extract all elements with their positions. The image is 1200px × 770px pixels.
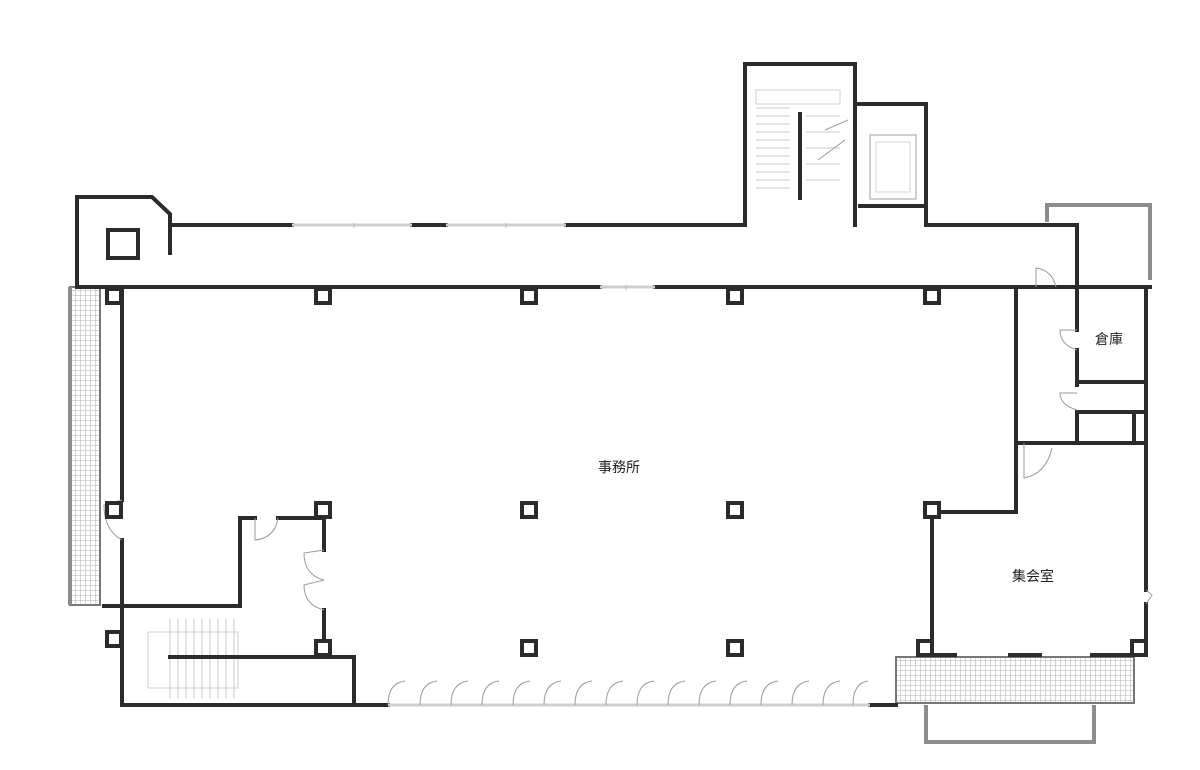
column bbox=[314, 639, 332, 657]
walls bbox=[75, 62, 1152, 707]
upper-stair bbox=[755, 89, 841, 200]
room-label-meeting: 集会室 bbox=[1012, 568, 1054, 585]
columns bbox=[105, 287, 1148, 657]
column bbox=[923, 501, 941, 519]
front-folding-doors bbox=[387, 680, 869, 706]
exterior-outlines bbox=[68, 203, 1152, 744]
column bbox=[520, 287, 538, 305]
bottom-right-balcony bbox=[895, 656, 1135, 704]
door-swings bbox=[103, 119, 1153, 611]
room-label-office: 事務所 bbox=[598, 460, 640, 476]
column bbox=[916, 639, 934, 657]
elevator bbox=[869, 134, 917, 206]
column bbox=[923, 287, 941, 305]
column bbox=[105, 501, 123, 519]
column bbox=[105, 630, 123, 648]
column bbox=[1130, 639, 1148, 657]
column bbox=[726, 501, 744, 519]
lower-stair bbox=[147, 618, 320, 698]
column bbox=[726, 639, 744, 657]
column bbox=[314, 501, 332, 519]
column bbox=[520, 639, 538, 657]
column bbox=[520, 501, 538, 519]
windows bbox=[292, 223, 870, 707]
column bbox=[314, 287, 332, 305]
left-balcony bbox=[69, 286, 101, 606]
room-label-storage: 倉庫 bbox=[1095, 331, 1123, 348]
column bbox=[726, 287, 744, 305]
column bbox=[105, 287, 123, 305]
